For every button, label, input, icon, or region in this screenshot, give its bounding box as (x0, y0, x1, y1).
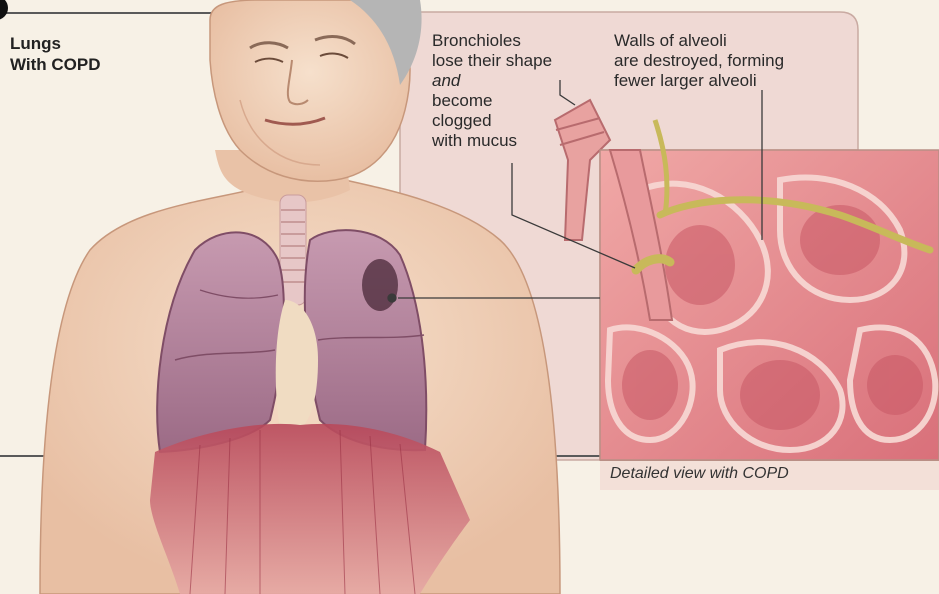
inset-detail-view (600, 120, 939, 460)
figure-title: Lungs With COPD (10, 33, 101, 75)
figure-marker-icon (0, 0, 8, 20)
bronchioles-line-6: with mucus (432, 131, 552, 151)
diaphragm (150, 424, 470, 594)
bronchioles-line-1: Bronchioles (432, 31, 552, 51)
bronchioles-label: Bronchioles lose their shape and become … (432, 31, 552, 151)
alveoli-line-2: are destroyed, forming (614, 51, 784, 71)
title-line-1: Lungs (10, 33, 101, 54)
alveoli-walls-label: Walls of alveoli are destroyed, forming … (614, 31, 784, 91)
bronchioles-line-2: lose their shape (432, 51, 552, 71)
alveoli-line-3: fewer larger alveoli (614, 71, 784, 91)
inset-caption: Detailed view with COPD (610, 465, 789, 483)
bronchioles-line-5: clogged (432, 111, 552, 131)
bronchioles-line-3: and (432, 71, 552, 91)
inset-caption-bar: Detailed view with COPD (600, 460, 939, 490)
alveoli-line-1: Walls of alveoli (614, 31, 784, 51)
title-line-2: With COPD (10, 54, 101, 75)
bronchioles-line-4: become (432, 91, 552, 111)
